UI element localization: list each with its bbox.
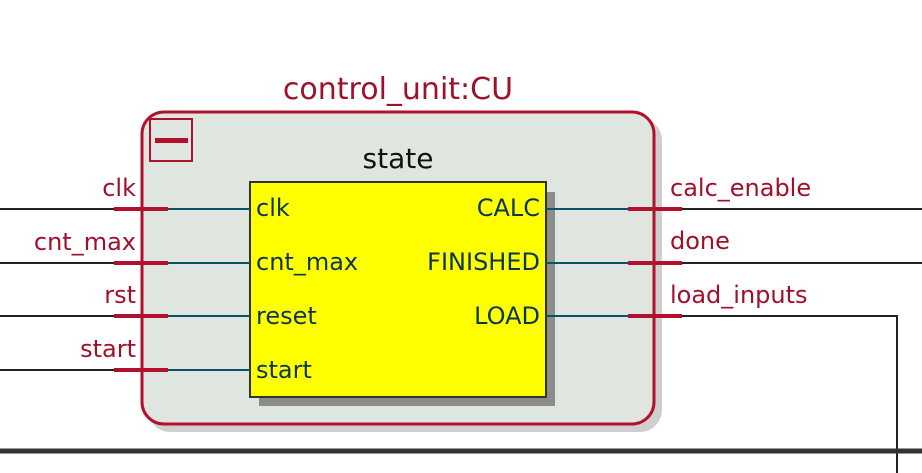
right-port-label-load-inputs: load_inputs xyxy=(670,281,808,309)
state-input-reset: reset xyxy=(256,302,317,330)
state-block[interactable] xyxy=(249,181,547,398)
right-port-label-done: done xyxy=(670,227,730,255)
left-port-label-start: start xyxy=(80,335,136,363)
left-port-label-rst: rst xyxy=(104,281,136,309)
collapse-box xyxy=(149,118,193,162)
left-port-label-cnt-max: cnt_max xyxy=(34,228,136,256)
left-port-label-clk: clk xyxy=(102,174,136,202)
right-wires xyxy=(654,208,922,473)
wire-load-inputs[interactable] xyxy=(654,315,898,473)
minus-icon xyxy=(155,138,188,143)
module-title: control_unit:CU xyxy=(283,72,513,107)
left-port-stubs xyxy=(114,207,168,372)
right-port-stubs xyxy=(628,207,682,318)
inner-input-wires xyxy=(168,208,250,371)
collapse-button[interactable] xyxy=(149,118,193,162)
state-input-clk: clk xyxy=(256,194,290,222)
state-output-load: LOAD xyxy=(474,302,540,330)
state-output-calc: CALC xyxy=(477,194,540,222)
inner-output-wires xyxy=(546,208,628,317)
right-port-label-calc-enable: calc_enable xyxy=(670,174,811,202)
state-output-finished: FINISHED xyxy=(427,248,540,276)
state-input-cnt-max: cnt_max xyxy=(256,248,358,276)
state-input-start: start xyxy=(256,356,312,384)
state-block-title: state xyxy=(363,142,434,175)
